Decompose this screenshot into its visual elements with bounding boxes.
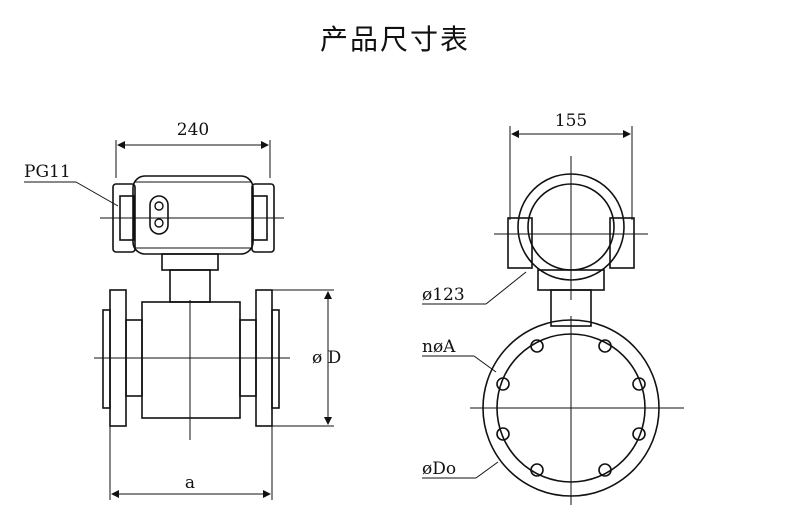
page-title: 产品尺寸表 [319, 23, 470, 56]
bolt-holes-label: nøA [422, 337, 456, 357]
dimension-155-label: 155 [555, 111, 587, 131]
side-view [24, 140, 334, 500]
diameter-do-label: øDo [422, 459, 456, 479]
dimension-240-label: 240 [177, 120, 209, 140]
pg11-label: PG11 [24, 162, 71, 182]
front-view [422, 126, 684, 505]
diameter-123-label: ø123 [422, 285, 465, 305]
diameter-d-label: ø D [312, 348, 341, 368]
length-a-label: a [185, 473, 195, 493]
